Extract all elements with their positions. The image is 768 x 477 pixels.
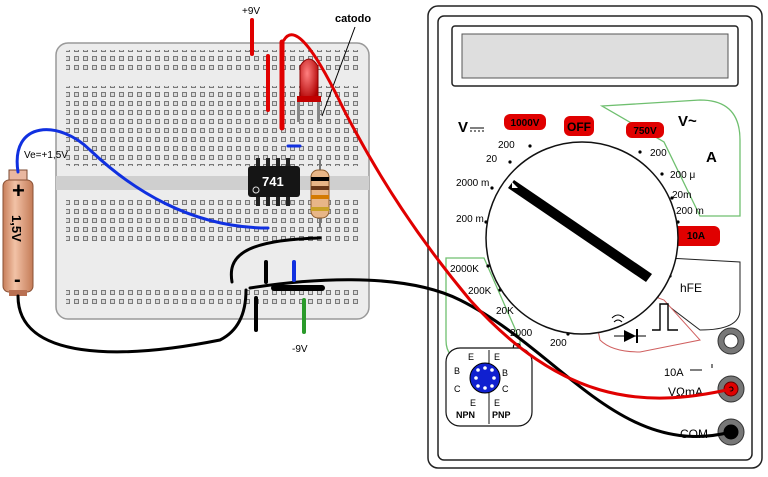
- socket-pin-c-left: C: [454, 384, 461, 394]
- pnp-label: PNP: [492, 410, 511, 420]
- wires: [15, 18, 733, 438]
- jack-com-label: COM: [680, 427, 708, 441]
- range-200k: 200K: [468, 286, 492, 297]
- battery: + - 1,5V: [2, 169, 34, 296]
- range-20ma: 20m: [672, 190, 691, 201]
- catodo-label: catodo: [335, 13, 371, 25]
- jack-10a-label: 10A: [664, 367, 684, 379]
- socket-pin-c-right: C: [502, 384, 509, 394]
- socket-pin-e3: E: [470, 398, 476, 408]
- hfe-label: hFE: [680, 281, 702, 295]
- range-2000mv: 2000 m: [456, 178, 489, 189]
- battery-plus-label: +: [12, 178, 25, 203]
- vminus-label: -9V: [292, 344, 308, 355]
- range-200v-ac: 200: [650, 148, 667, 159]
- ve-label: Ve=+1,5V: [24, 150, 68, 161]
- vdc-label: V: [458, 119, 468, 136]
- range-10a: 10A: [687, 231, 705, 242]
- black-wire-battery: [16, 288, 248, 354]
- jack-com[interactable]: [717, 418, 745, 446]
- led: catodo: [297, 13, 371, 122]
- range-200-ohm: 200: [550, 338, 567, 349]
- red-wire: [282, 33, 733, 400]
- vplus-label: +9V: [242, 6, 260, 17]
- socket-pin-b-right: B: [502, 368, 508, 378]
- range-2000k: 2000K: [450, 264, 479, 275]
- op-amp-ic: 741: [248, 158, 300, 206]
- transistor-socket[interactable]: E E B C B C E E NPN PNP: [445, 347, 533, 427]
- battery-minus-label: -: [14, 269, 21, 291]
- socket-pin-e2: E: [494, 352, 500, 362]
- selector-pointer: [508, 180, 652, 282]
- npn-label: NPN: [456, 410, 475, 420]
- off-label: OFF: [567, 120, 591, 134]
- vac-label: V~: [678, 113, 697, 130]
- socket-pin-b-left: B: [454, 366, 460, 376]
- range-1000v: 1000V: [511, 118, 540, 129]
- socket-pin-e1: E: [468, 352, 474, 362]
- range-200mv: 200 m: [456, 214, 484, 225]
- range-750v: 750V: [633, 126, 657, 137]
- diode-icon: [614, 329, 646, 343]
- range-20k: 20K: [496, 306, 514, 317]
- range-200v-dc: 200: [498, 140, 515, 151]
- multimeter: V V~ A Ω hFE 1000V OFF 750V 10A 200 20 2…: [427, 5, 763, 469]
- jack-10a[interactable]: [717, 327, 745, 355]
- resistor: [310, 160, 330, 228]
- blue-wire: [15, 128, 270, 230]
- adc-label: A: [706, 149, 717, 166]
- socket-pin-e4: E: [494, 398, 500, 408]
- range-20v-dc: 20: [486, 154, 498, 165]
- range-200ma: 200 m: [676, 206, 704, 217]
- battery-voltage-label: 1,5V: [9, 215, 24, 242]
- range-200ua: 200 μ: [670, 170, 695, 181]
- continuity-icon: [611, 314, 625, 323]
- square-wave-icon: [652, 303, 678, 331]
- black-wire-com: [248, 278, 733, 438]
- range-2000-ohm: 2000: [510, 328, 533, 339]
- ic-label: 741: [262, 174, 284, 189]
- breadboard: [55, 42, 370, 320]
